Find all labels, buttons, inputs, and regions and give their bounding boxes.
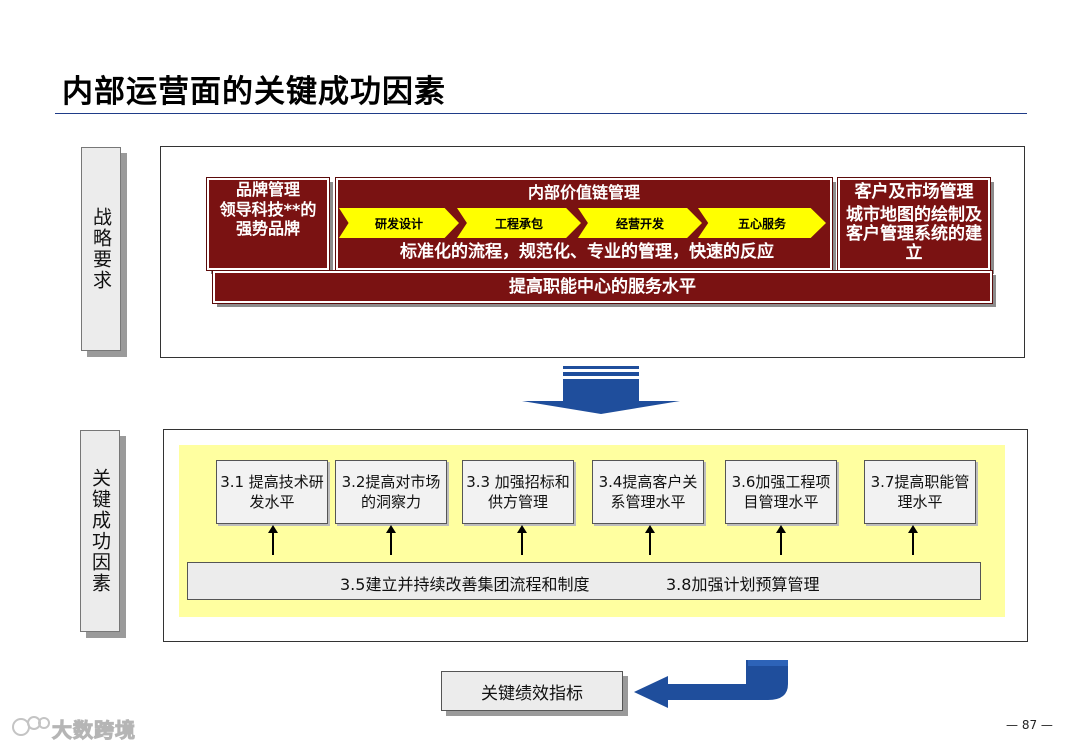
chevron-label: 经营开发 xyxy=(615,216,664,231)
page-title: 内部运营面的关键成功因素 xyxy=(62,74,446,110)
factor-3-4: 3.4提高客户关系管理水平 xyxy=(592,460,704,524)
title-divider xyxy=(55,113,1027,114)
down-arrow-icon xyxy=(522,366,680,414)
curved-arrow-icon xyxy=(634,660,788,708)
factors-label-text: 关键成功因素 xyxy=(89,468,111,594)
factor-3-6: 3.6加强工程项目管理水平 xyxy=(725,460,837,524)
foundation-bar: 3.5建立并持续改善集团流程和制度 3.8加强计划预算管理 xyxy=(187,562,981,600)
brand-body: 领导科技**的强势品牌 xyxy=(219,200,317,238)
service-bar-text: 提高职能中心的服务水平 xyxy=(509,277,696,297)
strategy-label-text: 战略要求 xyxy=(90,207,112,291)
up-arrow-icon xyxy=(517,525,527,555)
customer-heading: 客户及市场管理 xyxy=(854,182,974,202)
foundation-item-3-5: 3.5建立并持续改善集团流程和制度 xyxy=(340,575,590,594)
strategy-label: 战略要求 xyxy=(81,147,121,351)
value-chain-heading: 内部价值链管理 xyxy=(527,183,640,202)
up-arrow-icon xyxy=(386,525,396,555)
up-arrow-icon xyxy=(908,525,918,555)
kpi-box: 关键绩效指标 xyxy=(441,671,623,711)
chevron-label: 五心服务 xyxy=(737,216,786,231)
factors-label: 关键成功因素 xyxy=(80,430,120,632)
value-chain-body: 标准化的流程，规范化、专业的管理，快速的反应 xyxy=(400,242,774,262)
customer-body: 城市地图的绘制及客户管理系统的建立 xyxy=(846,205,982,263)
chevron-engineering: 工程承包 xyxy=(457,208,581,238)
chevron-service: 五心服务 xyxy=(698,208,826,238)
up-arrow-icon xyxy=(268,525,278,555)
factor-3-7: 3.7提高职能管理水平 xyxy=(864,460,976,524)
up-arrow-icon xyxy=(776,525,786,555)
factor-3-3: 3.3 加强招标和供方管理 xyxy=(462,460,574,524)
logo-text: 大数跨境 xyxy=(52,718,136,743)
chevron-research-design: 研发设计 xyxy=(339,208,459,238)
factor-3-2: 3.2提高对市场的洞察力 xyxy=(335,460,447,524)
page-number: — 87 — xyxy=(1006,718,1053,732)
chevron-label: 工程承包 xyxy=(494,216,543,231)
customer-block: 客户及市场管理 城市地图的绘制及客户管理系统的建立 xyxy=(837,177,991,271)
kpi-text: 关键绩效指标 xyxy=(481,683,583,704)
up-arrow-icon xyxy=(645,525,655,555)
factor-3-1: 3.1 提高技术研发水平 xyxy=(216,460,328,524)
brand-block: 品牌管理 领导科技**的强势品牌 xyxy=(206,177,330,271)
brand-heading: 品牌管理 xyxy=(235,180,300,199)
chevron-label: 研发设计 xyxy=(374,216,423,231)
foundation-item-3-8: 3.8加强计划预算管理 xyxy=(666,575,820,594)
service-bar: 提高职能中心的服务水平 xyxy=(212,270,993,304)
logo-icon xyxy=(12,716,50,736)
chevron-business-dev: 经营开发 xyxy=(578,208,702,238)
